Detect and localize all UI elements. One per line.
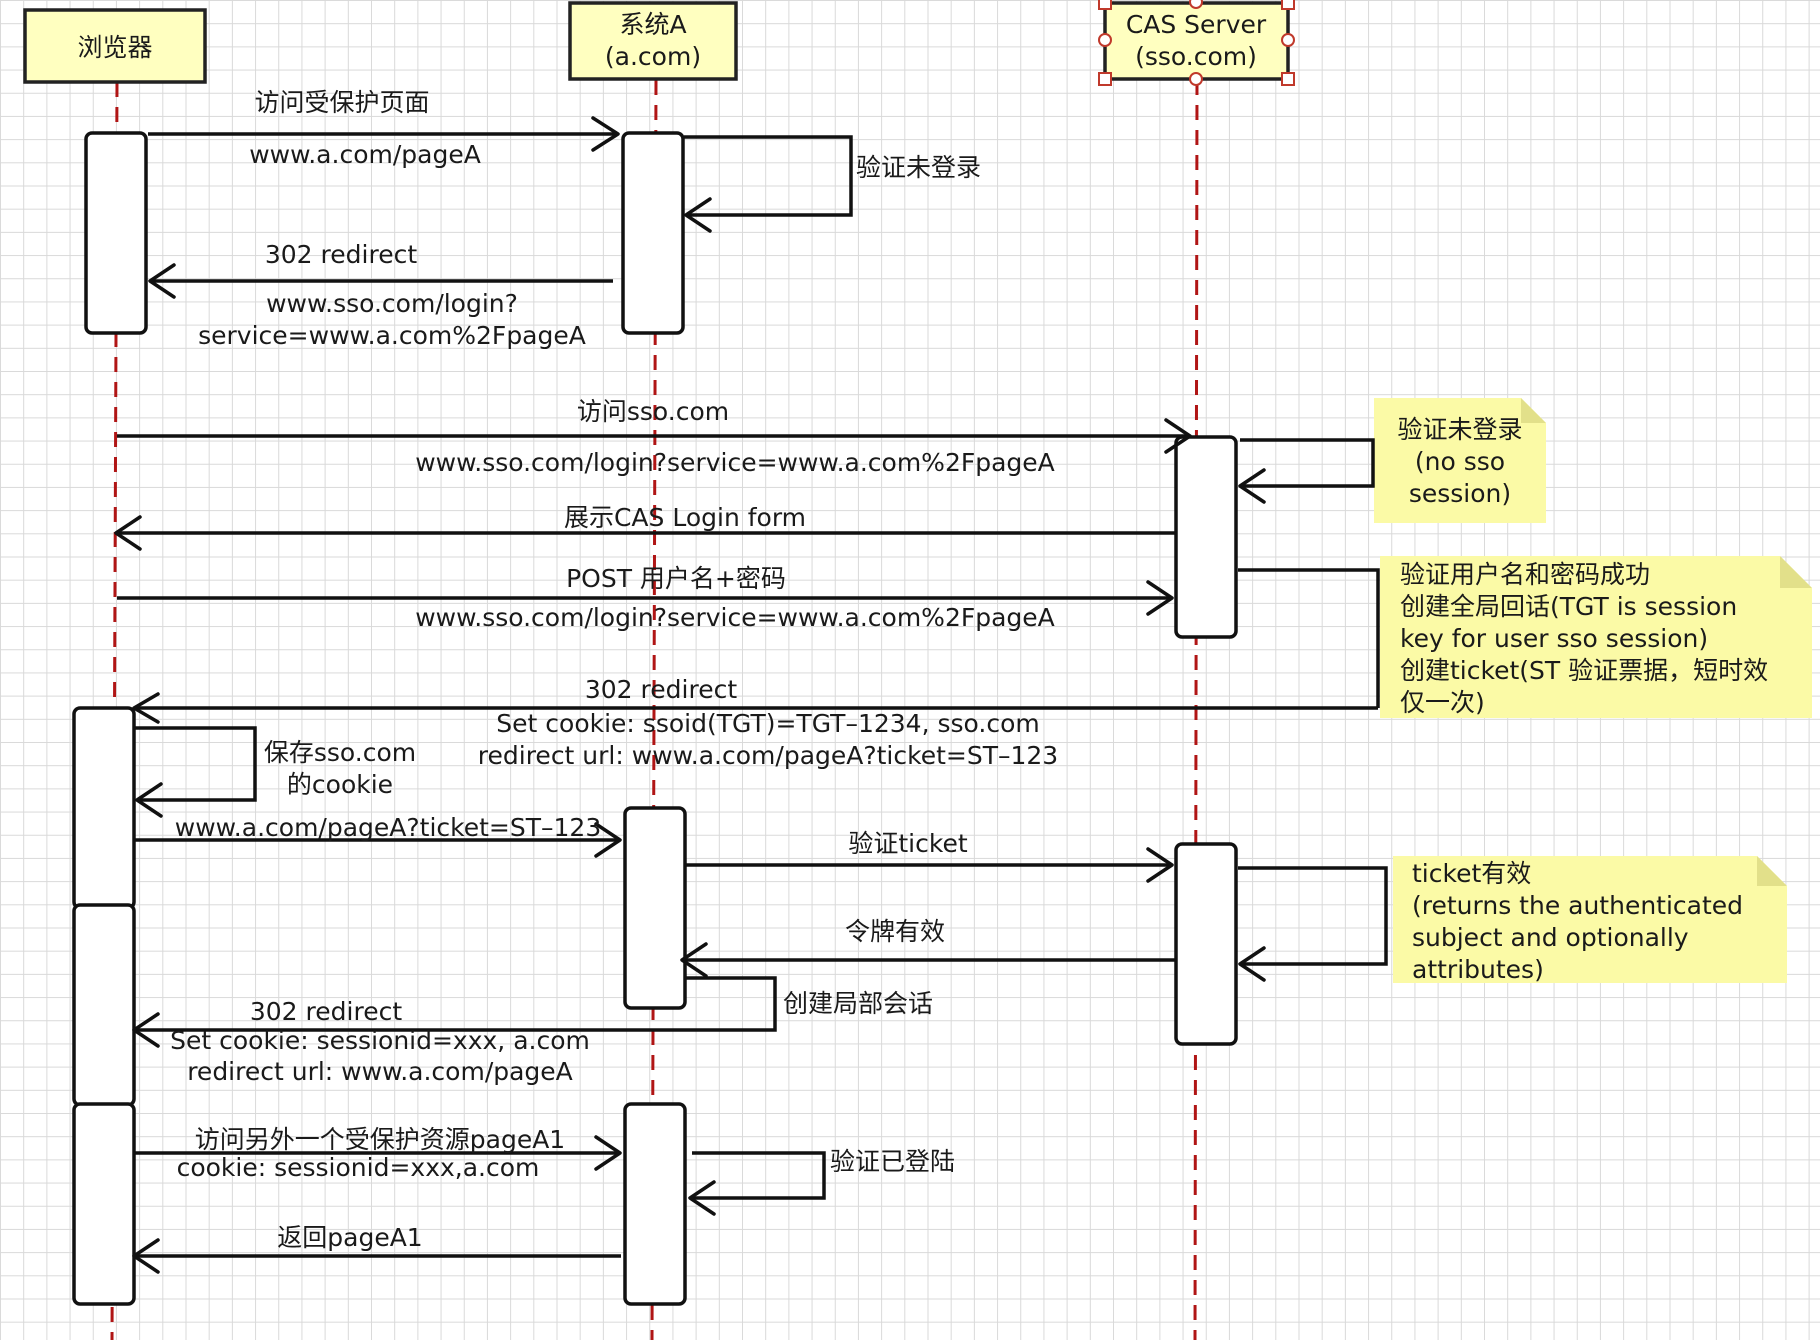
self-message-verify-no-sso-session[interactable] xyxy=(1238,438,1375,504)
message-label: www.sso.com/login?service=www.a.com%2Fpa… xyxy=(415,603,1055,632)
activation-cas-1[interactable] xyxy=(1174,435,1238,639)
message-access-with-ticket[interactable]: www.a.com/pageA?ticket=ST–123 xyxy=(134,813,622,858)
selection-handle[interactable] xyxy=(1189,0,1203,9)
participant-cas-server-domain: (sso.com) xyxy=(1135,42,1257,71)
message-label: 302 redirect xyxy=(585,675,737,704)
message-label: POST 用户名+密码 xyxy=(566,564,786,593)
message-label: 令牌有效 xyxy=(845,917,945,946)
message-label: 的cookie xyxy=(287,770,393,799)
message-label: service=www.a.com%2FpageA xyxy=(198,321,586,350)
note-ticket-valid-line4: attributes) xyxy=(1412,955,1544,984)
note-login-success-line2: 创建全局回话(TGT is session xyxy=(1400,592,1737,621)
message-label: Set cookie: sessionid=xxx, a.com xyxy=(170,1026,590,1055)
message-show-login-form[interactable]: 展示CAS Login form xyxy=(114,503,1176,551)
participant-cas-server[interactable]: CAS Server (sso.com) xyxy=(1098,0,1295,86)
note-no-sso-session-line3: session) xyxy=(1409,479,1511,508)
message-label: 访问另外一个受保护资源pageA1 xyxy=(195,1125,565,1154)
message-token-valid[interactable]: 令牌有效 xyxy=(680,917,1176,978)
activation-browser-2[interactable] xyxy=(72,706,136,910)
message-label: 验证未登录 xyxy=(856,153,981,182)
note-login-success-line3: key for user sso session) xyxy=(1400,624,1708,653)
message-label: redirect url: www.a.com/pageA?ticket=ST–… xyxy=(478,741,1058,770)
participant-system-a[interactable]: 系统A (a.com) xyxy=(568,1,738,81)
message-label: 302 redirect xyxy=(250,997,402,1026)
note-no-sso-session-line1: 验证未登录 xyxy=(1397,415,1522,444)
message-label: Set cookie: ssoid(TGT)=TGT–1234, sso.com xyxy=(496,709,1039,738)
self-message-ticket-valid[interactable] xyxy=(1238,866,1388,982)
selection-handle[interactable] xyxy=(1098,72,1112,86)
message-label: 验证已登陆 xyxy=(830,1147,955,1176)
message-post-credentials[interactable]: POST 用户名+密码 www.sso.com/login?service=ww… xyxy=(117,564,1174,632)
self-message-verify-not-logged-in[interactable]: 验证未登录 xyxy=(684,135,981,233)
selection-handle[interactable] xyxy=(1098,33,1112,47)
message-label: www.a.com/pageA xyxy=(249,140,481,169)
activation-browser-4[interactable] xyxy=(72,1102,136,1306)
activation-browser-3[interactable] xyxy=(72,903,136,1107)
note-ticket-valid-line1: ticket有效 xyxy=(1412,859,1531,888)
message-request-protected-page[interactable]: 访问受保护页面 www.a.com/pageA xyxy=(148,88,620,169)
participant-cas-server-label: CAS Server xyxy=(1126,10,1267,39)
message-visit-sso[interactable]: 访问sso.com www.sso.com/login?service=www.… xyxy=(117,397,1192,477)
self-message-save-sso-cookie[interactable]: 保存sso.com 的cookie xyxy=(135,726,416,818)
message-redirect-with-ticket[interactable]: 302 redirect Set cookie: ssoid(TGT)=TGT–… xyxy=(132,675,1378,770)
message-label: 访问sso.com xyxy=(577,397,729,426)
self-message-create-local-session[interactable]: 创建局部会话 xyxy=(132,976,933,1048)
note-login-success-line4: 创建ticket(ST 验证票据，短时效 xyxy=(1400,656,1768,685)
selection-handle[interactable] xyxy=(1189,72,1203,86)
participant-system-a-label: 系统A xyxy=(619,10,686,39)
selection-handle[interactable] xyxy=(1281,72,1295,86)
message-label: 验证ticket xyxy=(848,829,967,858)
message-redirect-to-sso[interactable]: 302 redirect www.sso.com/login? service=… xyxy=(148,240,613,350)
message-verify-ticket[interactable]: 验证ticket xyxy=(685,829,1174,883)
message-label: 创建局部会话 xyxy=(783,989,933,1018)
message-label: 访问受保护页面 xyxy=(254,88,429,117)
note-connector xyxy=(1238,568,1380,708)
message-label: 302 redirect xyxy=(265,240,417,269)
selection-handle[interactable] xyxy=(1098,0,1112,10)
selection-handle[interactable] xyxy=(1281,33,1295,47)
message-label: 展示CAS Login form xyxy=(564,503,806,532)
note-login-success[interactable]: 验证用户名和密码成功 创建全局回话(TGT is session key for… xyxy=(1380,556,1812,718)
message-return-page-a1[interactable]: 返回pageA1 xyxy=(132,1223,621,1274)
note-no-sso-session-line2: (no sso xyxy=(1415,447,1505,476)
self-message-verify-logged-in[interactable]: 验证已登陆 xyxy=(688,1147,955,1216)
participant-system-a-domain: (a.com) xyxy=(605,42,701,71)
message-access-page-a1[interactable]: 访问另外一个受保护资源pageA1 cookie: sessionid=xxx,… xyxy=(134,1125,622,1182)
activation-system-a-2[interactable] xyxy=(623,806,687,1010)
note-ticket-valid-line2: (returns the authenticated xyxy=(1412,891,1743,920)
note-ticket-valid-line3: subject and optionally xyxy=(1412,923,1689,952)
note-login-success-line5: 仅一次) xyxy=(1400,688,1485,717)
note-ticket-valid[interactable]: ticket有效 (returns the authenticated subj… xyxy=(1393,856,1787,984)
activation-browser-1[interactable] xyxy=(84,131,148,335)
note-no-sso-session[interactable]: 验证未登录 (no sso session) xyxy=(1374,398,1546,523)
message-label: 保存sso.com xyxy=(264,738,416,767)
note-login-success-line1: 验证用户名和密码成功 xyxy=(1400,560,1650,589)
participant-browser[interactable]: 浏览器 xyxy=(23,8,207,84)
message-label: cookie: sessionid=xxx,a.com xyxy=(177,1153,540,1182)
message-label: 返回pageA1 xyxy=(277,1223,422,1252)
message-label: www.a.com/pageA?ticket=ST–123 xyxy=(175,813,601,842)
message-label: www.sso.com/login? xyxy=(266,289,518,318)
activation-system-a-1[interactable] xyxy=(621,131,685,335)
selection-handle[interactable] xyxy=(1281,0,1295,10)
participant-browser-label: 浏览器 xyxy=(77,33,152,62)
message-label: www.sso.com/login?service=www.a.com%2Fpa… xyxy=(415,448,1055,477)
activation-cas-2[interactable] xyxy=(1174,842,1238,1046)
lifeline-cas-server xyxy=(1193,79,1199,1340)
message-redirect-with-session[interactable]: 302 redirect Set cookie: sessionid=xxx, … xyxy=(170,997,590,1086)
message-label: redirect url: www.a.com/pageA xyxy=(187,1057,573,1086)
activation-system-a-3[interactable] xyxy=(623,1102,687,1306)
